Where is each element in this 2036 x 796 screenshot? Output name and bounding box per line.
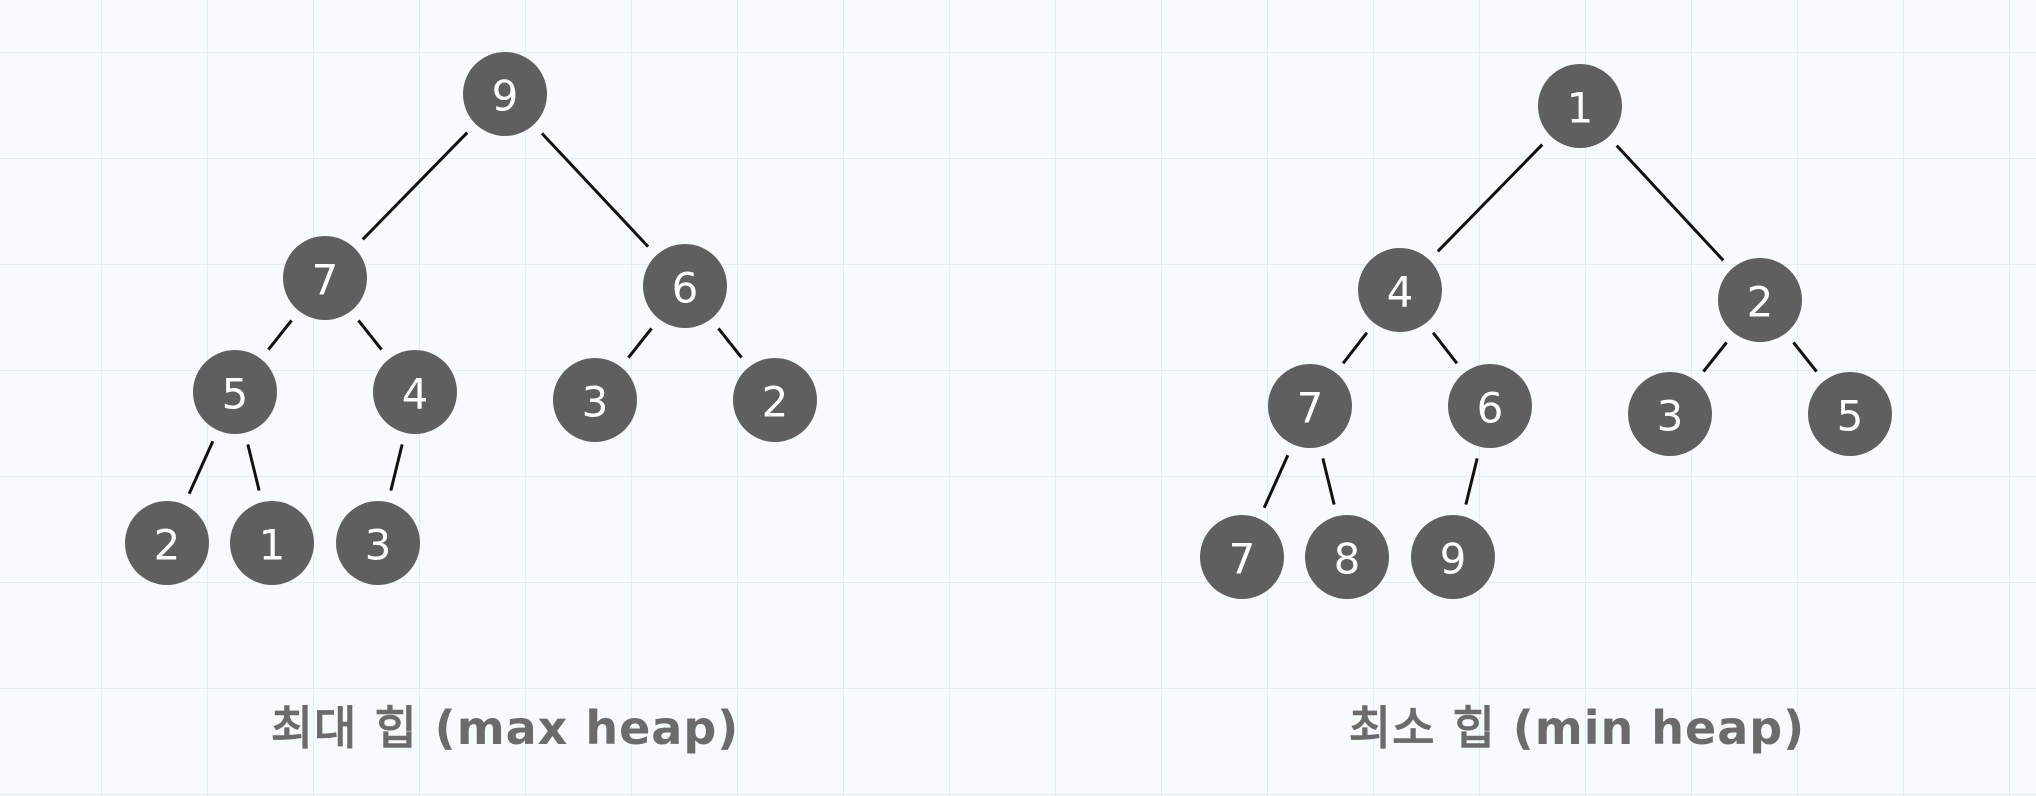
min-heap-node-circle bbox=[1628, 372, 1712, 456]
max-heap-node-label: 3 bbox=[582, 378, 609, 427]
max-heap-node-circle bbox=[336, 501, 420, 585]
max-heap-edge bbox=[187, 440, 215, 495]
max-heap-node-label: 3 bbox=[365, 521, 392, 570]
max-heap-node-circle bbox=[643, 244, 727, 328]
min-heap-node: 8 bbox=[1305, 515, 1389, 599]
min-heap-edge bbox=[1464, 458, 1479, 505]
max-heap-node: 2 bbox=[125, 501, 209, 585]
min-heap-edge bbox=[1702, 341, 1728, 373]
min-heap-node: 3 bbox=[1628, 372, 1712, 456]
max-heap-node-circle bbox=[283, 236, 367, 320]
max-heap-edge bbox=[389, 444, 404, 491]
max-heap-node-label: 2 bbox=[154, 521, 181, 570]
max-heap-node-label: 4 bbox=[402, 370, 429, 419]
min-heap-node-circle bbox=[1305, 515, 1389, 599]
max-heap-node-label: 9 bbox=[492, 72, 519, 121]
max-heap-node-label: 7 bbox=[312, 256, 339, 305]
min-heap-node-circle bbox=[1268, 364, 1352, 448]
max-heap-node: 3 bbox=[336, 501, 420, 585]
min-heap-node-label: 5 bbox=[1837, 392, 1864, 441]
max-heap-node-label: 6 bbox=[672, 264, 699, 313]
max-heap-edge bbox=[357, 319, 383, 351]
min-heap-node-label: 9 bbox=[1440, 535, 1467, 584]
max-heap-node-circle bbox=[373, 350, 457, 434]
min-heap-edge bbox=[1615, 144, 1725, 262]
min-heap-node: 7 bbox=[1268, 364, 1352, 448]
min-heap-node-label: 2 bbox=[1747, 278, 1774, 327]
max-heap-caption: 최대 힙 (max heap) bbox=[270, 701, 740, 755]
min-heap-node-label: 8 bbox=[1334, 535, 1361, 584]
max-heap-node: 4 bbox=[373, 350, 457, 434]
min-heap-node-circle bbox=[1718, 258, 1802, 342]
max-heap-edge bbox=[717, 327, 743, 359]
max-heap-node-circle bbox=[125, 501, 209, 585]
max-heap-node-label: 1 bbox=[259, 521, 286, 570]
max-heap-node-label: 2 bbox=[762, 378, 789, 427]
max-heap-edge bbox=[267, 319, 293, 351]
max-heap-node: 5 bbox=[193, 350, 277, 434]
min-heap-tree: 1 4 2 7 6 3 5 7 8 9 bbox=[1200, 64, 1892, 599]
min-heap-node-label: 4 bbox=[1387, 268, 1414, 317]
min-heap-node: 7 bbox=[1200, 515, 1284, 599]
max-heap-node-circle bbox=[553, 358, 637, 442]
min-heap-edge bbox=[1792, 341, 1818, 373]
min-heap-node-circle bbox=[1358, 248, 1442, 332]
max-heap-edge bbox=[627, 327, 653, 359]
min-heap-node-circle bbox=[1411, 515, 1495, 599]
max-heap-edge bbox=[246, 444, 261, 491]
min-heap-edge bbox=[1436, 143, 1544, 253]
min-heap-node: 1 bbox=[1538, 64, 1622, 148]
min-heap-node-label: 6 bbox=[1477, 384, 1504, 433]
max-heap-node-circle bbox=[230, 501, 314, 585]
min-heap-edge bbox=[1262, 454, 1290, 509]
max-heap-node: 1 bbox=[230, 501, 314, 585]
max-heap-node-circle bbox=[733, 358, 817, 442]
min-heap-edge bbox=[1321, 458, 1336, 505]
min-heap-node-label: 3 bbox=[1657, 392, 1684, 441]
max-heap-node-label: 5 bbox=[222, 370, 249, 419]
max-heap-node: 6 bbox=[643, 244, 727, 328]
min-heap-node-label: 1 bbox=[1567, 84, 1594, 133]
min-heap-node-circle bbox=[1538, 64, 1622, 148]
max-heap-edge bbox=[540, 132, 650, 248]
max-heap-node-circle bbox=[463, 52, 547, 136]
min-heap-node: 4 bbox=[1358, 248, 1442, 332]
min-heap-node: 5 bbox=[1808, 372, 1892, 456]
min-heap-node-circle bbox=[1200, 515, 1284, 599]
min-heap-edge bbox=[1431, 331, 1459, 365]
max-heap-node: 3 bbox=[553, 358, 637, 442]
max-heap-node: 9 bbox=[463, 52, 547, 136]
min-heap-node: 2 bbox=[1718, 258, 1802, 342]
max-heap-tree: 9 7 6 5 4 3 2 2 1 3 bbox=[125, 52, 817, 585]
max-heap-node: 7 bbox=[283, 236, 367, 320]
min-heap-edge bbox=[1341, 331, 1369, 365]
max-heap-node-circle bbox=[193, 350, 277, 434]
min-heap-node-label: 7 bbox=[1229, 535, 1256, 584]
max-heap-edge bbox=[361, 131, 469, 241]
min-heap-node: 6 bbox=[1448, 364, 1532, 448]
min-heap-node-circle bbox=[1448, 364, 1532, 448]
min-heap-node: 9 bbox=[1411, 515, 1495, 599]
max-heap-node: 2 bbox=[733, 358, 817, 442]
min-heap-node-label: 7 bbox=[1297, 384, 1324, 433]
min-heap-caption: 최소 힙 (min heap) bbox=[1348, 701, 1806, 755]
min-heap-node-circle bbox=[1808, 372, 1892, 456]
